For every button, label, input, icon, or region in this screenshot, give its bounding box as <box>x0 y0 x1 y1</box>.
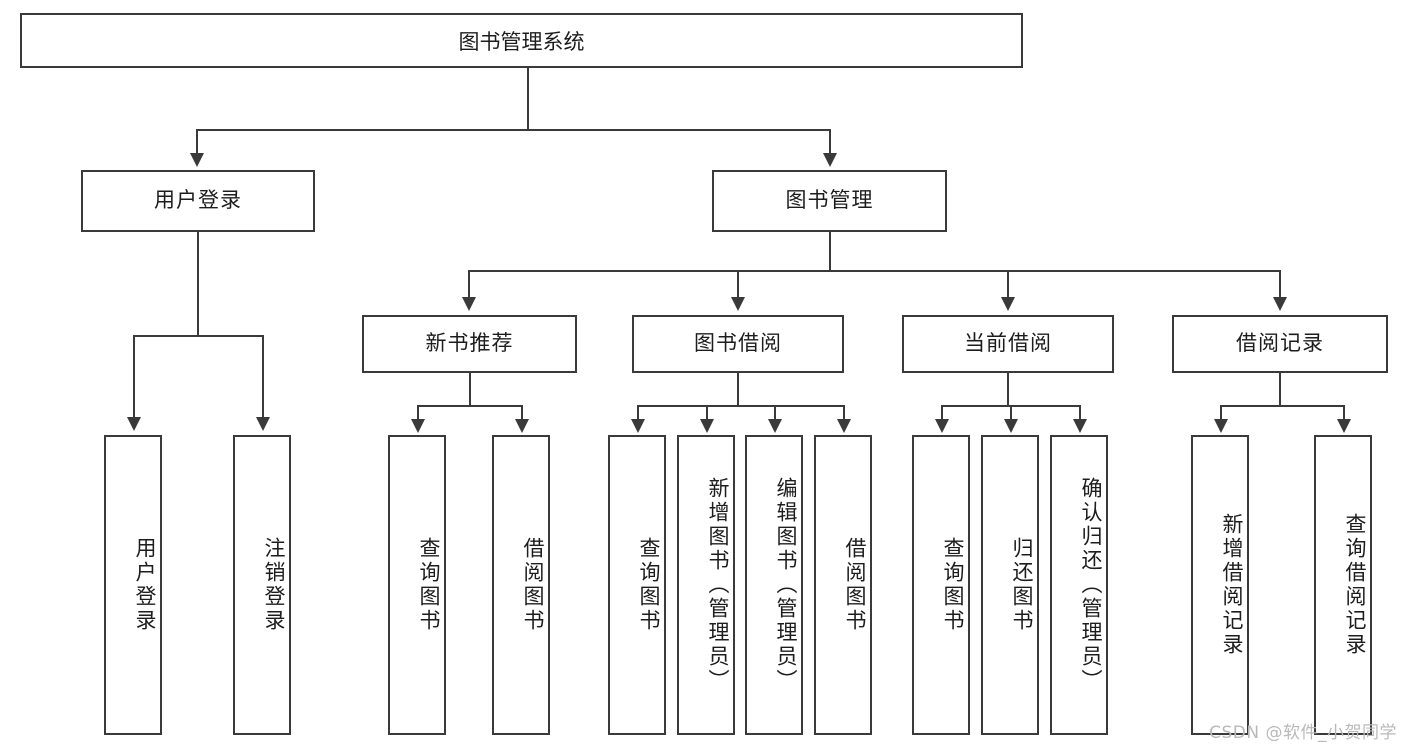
node-label: 借阅记录 <box>1236 331 1324 356</box>
leaf-user-login-logout[interactable]: 注销登录 <box>233 435 291 735</box>
leaf-current-borrow-return-book[interactable]: 归还图书 <box>981 435 1039 735</box>
edge-book-management-bus <box>468 270 1280 272</box>
edge-bb-to-leaf-1 <box>637 405 639 420</box>
edge-book-borrow-bus <box>637 405 845 407</box>
node-user-login[interactable]: 用户登录 <box>81 170 315 232</box>
edge-book-management-stem <box>829 232 831 271</box>
edge-new-book-stem <box>469 373 471 406</box>
leaf-new-book-query-book[interactable]: 查询图书 <box>388 435 446 735</box>
edge-user-login-bus <box>133 335 263 337</box>
leaf-book-borrow-borrow-book[interactable]: 借阅图书 <box>814 435 872 735</box>
arrow-bm-to-borrow-record <box>1273 297 1287 311</box>
node-root-book-management-system[interactable]: 图书管理系统 <box>20 13 1023 68</box>
node-book-management[interactable]: 图书管理 <box>712 170 947 232</box>
arrow-bb-to-leaf-1 <box>631 419 645 433</box>
leaf-book-borrow-query-book[interactable]: 查询图书 <box>608 435 666 735</box>
node-label: 注销登录 <box>262 537 286 633</box>
arrow-br-to-leaf-2 <box>1337 419 1351 433</box>
edge-root-to-book-management <box>829 129 831 155</box>
node-label: 编辑图书（管理员） <box>774 477 798 693</box>
leaf-user-login-login[interactable]: 用户登录 <box>104 435 162 735</box>
edge-bm-to-book-borrow <box>737 270 739 298</box>
edge-cb-to-leaf-3 <box>1079 405 1081 420</box>
node-label: 借阅图书 <box>843 537 867 633</box>
edge-root-bus <box>196 129 830 131</box>
edge-bm-to-new-book <box>468 270 470 298</box>
edge-root-to-user-login <box>196 129 198 155</box>
node-label: 新书推荐 <box>425 331 514 356</box>
arrow-bb-to-leaf-2 <box>700 419 714 433</box>
edge-br-to-leaf-2 <box>1343 405 1345 420</box>
node-label: 查询借阅记录 <box>1343 513 1367 657</box>
edge-user-login-to-leaf-1 <box>133 335 135 418</box>
leaf-book-borrow-add-book-admin[interactable]: 新增图书（管理员） <box>677 435 735 735</box>
node-label: 借阅图书 <box>521 537 545 633</box>
leaf-borrow-record-query-record[interactable]: 查询借阅记录 <box>1314 435 1372 735</box>
node-label: 图书管理系统 <box>458 29 585 54</box>
node-label: 图书借阅 <box>694 331 782 356</box>
node-label: 归还图书 <box>1010 537 1034 633</box>
arrow-cb-to-leaf-1 <box>935 419 949 433</box>
arrow-root-to-user-login <box>190 153 204 167</box>
arrow-user-login-to-leaf-2 <box>256 417 270 431</box>
arrow-new-book-to-leaf-2 <box>515 419 529 433</box>
edge-new-book-bus <box>417 405 522 407</box>
arrow-bm-to-current-borrow <box>1001 297 1015 311</box>
node-borrow-record[interactable]: 借阅记录 <box>1172 315 1388 373</box>
node-label: 查询图书 <box>417 537 441 633</box>
node-label: 新增借阅记录 <box>1220 513 1244 657</box>
node-label: 查询图书 <box>637 537 661 633</box>
edge-br-to-leaf-1 <box>1220 405 1222 420</box>
arrow-cb-to-leaf-2 <box>1004 419 1018 433</box>
node-label: 确认归还（管理员） <box>1079 477 1103 693</box>
arrow-root-to-book-management <box>823 153 837 167</box>
leaf-current-borrow-confirm-return-admin[interactable]: 确认归还（管理员） <box>1050 435 1108 735</box>
node-label: 新增图书（管理员） <box>706 477 730 693</box>
node-label: 查询图书 <box>941 537 965 633</box>
arrow-bm-to-new-book <box>462 297 476 311</box>
arrow-bb-to-leaf-4 <box>837 419 851 433</box>
edge-bb-to-leaf-3 <box>774 405 776 420</box>
edge-bb-to-leaf-4 <box>843 405 845 420</box>
edge-borrow-record-stem <box>1279 373 1281 406</box>
arrow-new-book-to-leaf-1 <box>411 419 425 433</box>
edge-user-login-to-leaf-2 <box>262 335 264 418</box>
node-label: 图书管理 <box>785 188 874 213</box>
edge-current-borrow-stem <box>1007 373 1009 406</box>
arrow-br-to-leaf-1 <box>1214 419 1228 433</box>
edge-user-login-stem <box>197 232 199 336</box>
leaf-current-borrow-query-book[interactable]: 查询图书 <box>912 435 970 735</box>
edge-book-borrow-stem <box>737 373 739 406</box>
edge-new-book-to-leaf-2 <box>521 405 523 420</box>
node-label: 当前借阅 <box>964 331 1052 356</box>
csdn-watermark: CSDN @软件_小贺同学 <box>1209 723 1397 743</box>
edge-bb-to-leaf-2 <box>706 405 708 420</box>
node-current-borrow[interactable]: 当前借阅 <box>902 315 1114 373</box>
node-label: 用户登录 <box>154 188 242 213</box>
arrow-bb-to-leaf-3 <box>768 419 782 433</box>
leaf-borrow-record-add-record[interactable]: 新增借阅记录 <box>1191 435 1249 735</box>
edge-new-book-to-leaf-1 <box>417 405 419 420</box>
edge-cb-to-leaf-1 <box>941 405 943 420</box>
edge-borrow-record-bus <box>1220 405 1344 407</box>
node-new-book-recommend[interactable]: 新书推荐 <box>362 315 577 373</box>
edge-bm-to-borrow-record <box>1279 270 1281 298</box>
edge-cb-to-leaf-2 <box>1010 405 1012 420</box>
node-book-borrow[interactable]: 图书借阅 <box>632 315 844 373</box>
arrow-bm-to-book-borrow <box>731 297 745 311</box>
arrow-cb-to-leaf-3 <box>1073 419 1087 433</box>
leaf-book-borrow-edit-book-admin[interactable]: 编辑图书（管理员） <box>745 435 803 735</box>
edge-bm-to-current-borrow <box>1007 270 1009 298</box>
leaf-new-book-borrow-book[interactable]: 借阅图书 <box>492 435 550 735</box>
node-label: 用户登录 <box>133 537 157 633</box>
arrow-user-login-to-leaf-1 <box>127 417 141 431</box>
edge-root-stem <box>527 68 529 130</box>
